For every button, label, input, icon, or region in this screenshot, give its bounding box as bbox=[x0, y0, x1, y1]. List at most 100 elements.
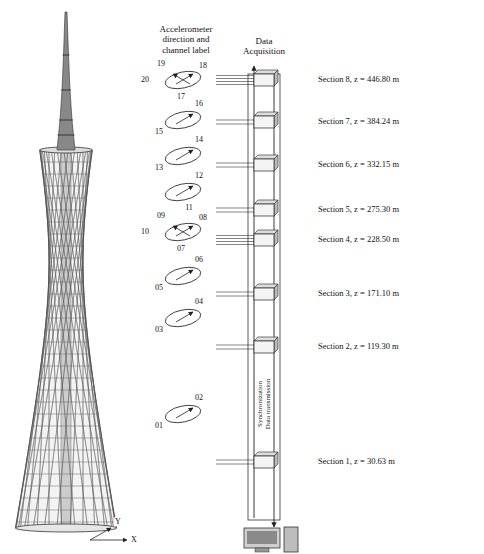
lattice-column bbox=[40, 150, 99, 528]
channel-number: 14 bbox=[195, 135, 203, 144]
section-label: Section 3, z = 171.10 m bbox=[318, 289, 399, 299]
section-ellipse bbox=[164, 220, 203, 243]
lattice-column bbox=[44, 150, 62, 528]
channel-number: 09 bbox=[157, 211, 165, 220]
antenna-mast bbox=[57, 12, 75, 150]
daq-box-side bbox=[274, 284, 278, 300]
axis-label: Y bbox=[114, 517, 122, 526]
section-ellipse bbox=[164, 68, 203, 91]
lattice-column bbox=[41, 150, 75, 528]
lattice-column bbox=[44, 150, 92, 528]
lattice-ring bbox=[30, 438, 102, 439]
computer-icon bbox=[244, 527, 298, 552]
channel-number: 19 bbox=[157, 59, 165, 68]
lattice-column bbox=[16, 150, 75, 528]
lattice-ring bbox=[49, 246, 83, 247]
channel-number: 17 bbox=[177, 92, 185, 101]
lattice-column bbox=[33, 150, 92, 528]
lattice-column bbox=[70, 150, 88, 528]
panel-heading: Accelerometer direction and channel labe… bbox=[154, 24, 218, 55]
channel-number: 16 bbox=[195, 99, 203, 108]
section-label: Section 6, z = 332.15 m bbox=[318, 160, 399, 170]
daq-box bbox=[254, 116, 274, 128]
section-label: Section 5, z = 275.30 m bbox=[318, 205, 399, 215]
lattice-column bbox=[49, 150, 50, 528]
sensor-wire bbox=[216, 78, 254, 79]
sensor-wire bbox=[216, 238, 254, 239]
lattice-column bbox=[16, 150, 75, 528]
section-ellipse bbox=[164, 264, 203, 287]
section-label: Section 4, z = 228.50 m bbox=[318, 235, 399, 245]
section-label: Section 1, z = 30.63 m bbox=[318, 457, 395, 467]
daq-box-side bbox=[274, 155, 278, 171]
direction-arrow bbox=[176, 270, 193, 280]
sensor-wire bbox=[216, 349, 254, 350]
lattice-column bbox=[20, 150, 68, 528]
sensor-wire bbox=[216, 163, 254, 164]
lattice-column bbox=[44, 150, 62, 528]
channel-number: 03 bbox=[155, 325, 163, 334]
lattice-column bbox=[49, 150, 50, 528]
bus-frame bbox=[248, 74, 280, 520]
lattice-ring bbox=[32, 426, 100, 427]
monitor bbox=[244, 528, 280, 548]
section-ellipse bbox=[164, 144, 203, 167]
lattice-ring bbox=[41, 366, 91, 367]
daq-box bbox=[254, 234, 274, 246]
sensor-wire bbox=[216, 296, 254, 297]
lattice-column bbox=[18, 150, 86, 528]
direction-arrow bbox=[173, 74, 190, 84]
channel-number: 10 bbox=[141, 227, 149, 236]
section-label: Section 7, z = 384.24 m bbox=[318, 117, 399, 127]
daq-box bbox=[254, 456, 274, 468]
daq-box-side bbox=[274, 200, 278, 216]
lattice-column bbox=[40, 150, 88, 528]
direction-arrow bbox=[176, 114, 193, 124]
lattice-column bbox=[41, 150, 75, 528]
monitor-screen bbox=[247, 531, 277, 544]
lattice-ring bbox=[42, 354, 89, 355]
lattice-ring bbox=[46, 198, 87, 199]
channel-number: 02 bbox=[195, 393, 203, 402]
daq-box-side bbox=[274, 70, 278, 86]
sensor-wire bbox=[216, 235, 254, 236]
direction-arrow bbox=[176, 150, 193, 160]
channel-number: 05 bbox=[155, 283, 163, 292]
tower-base bbox=[15, 524, 116, 532]
lattice-column bbox=[57, 150, 91, 528]
channel-number: 08 bbox=[199, 213, 207, 222]
lattice-ring bbox=[47, 210, 86, 211]
accelerometer-group bbox=[164, 68, 203, 425]
sensor-wire bbox=[216, 460, 254, 461]
lattice-ring bbox=[34, 414, 98, 415]
lattice-column bbox=[16, 150, 81, 528]
lattice-ring bbox=[48, 222, 85, 223]
monitor-stand bbox=[255, 548, 269, 552]
direction-arrow bbox=[176, 312, 193, 322]
daq-box bbox=[254, 159, 274, 171]
sensor-wire bbox=[216, 345, 254, 346]
lattice-ring bbox=[41, 162, 90, 163]
channel-number: 20 bbox=[141, 75, 149, 84]
sensor-wire bbox=[216, 81, 254, 82]
lattice-ring bbox=[24, 474, 107, 475]
lattice-ring bbox=[46, 318, 85, 319]
channel-number: 15 bbox=[155, 127, 163, 136]
sensor-wire bbox=[216, 464, 254, 465]
antenna-band bbox=[61, 90, 71, 91]
channel-number: 07 bbox=[177, 244, 185, 253]
lattice-ring bbox=[43, 174, 89, 175]
axis-arrow bbox=[90, 528, 111, 540]
direction-arrow bbox=[173, 226, 190, 236]
channel-number: 12 bbox=[195, 171, 203, 180]
channel-number: 13 bbox=[155, 163, 163, 172]
signal-label: Data transmission bbox=[265, 379, 272, 429]
lattice-column bbox=[40, 150, 99, 528]
daq-box-side bbox=[274, 452, 278, 468]
lattice-column bbox=[40, 150, 88, 528]
section-label: Section 2, z = 119.30 m bbox=[318, 342, 399, 352]
system-unit bbox=[284, 527, 298, 552]
